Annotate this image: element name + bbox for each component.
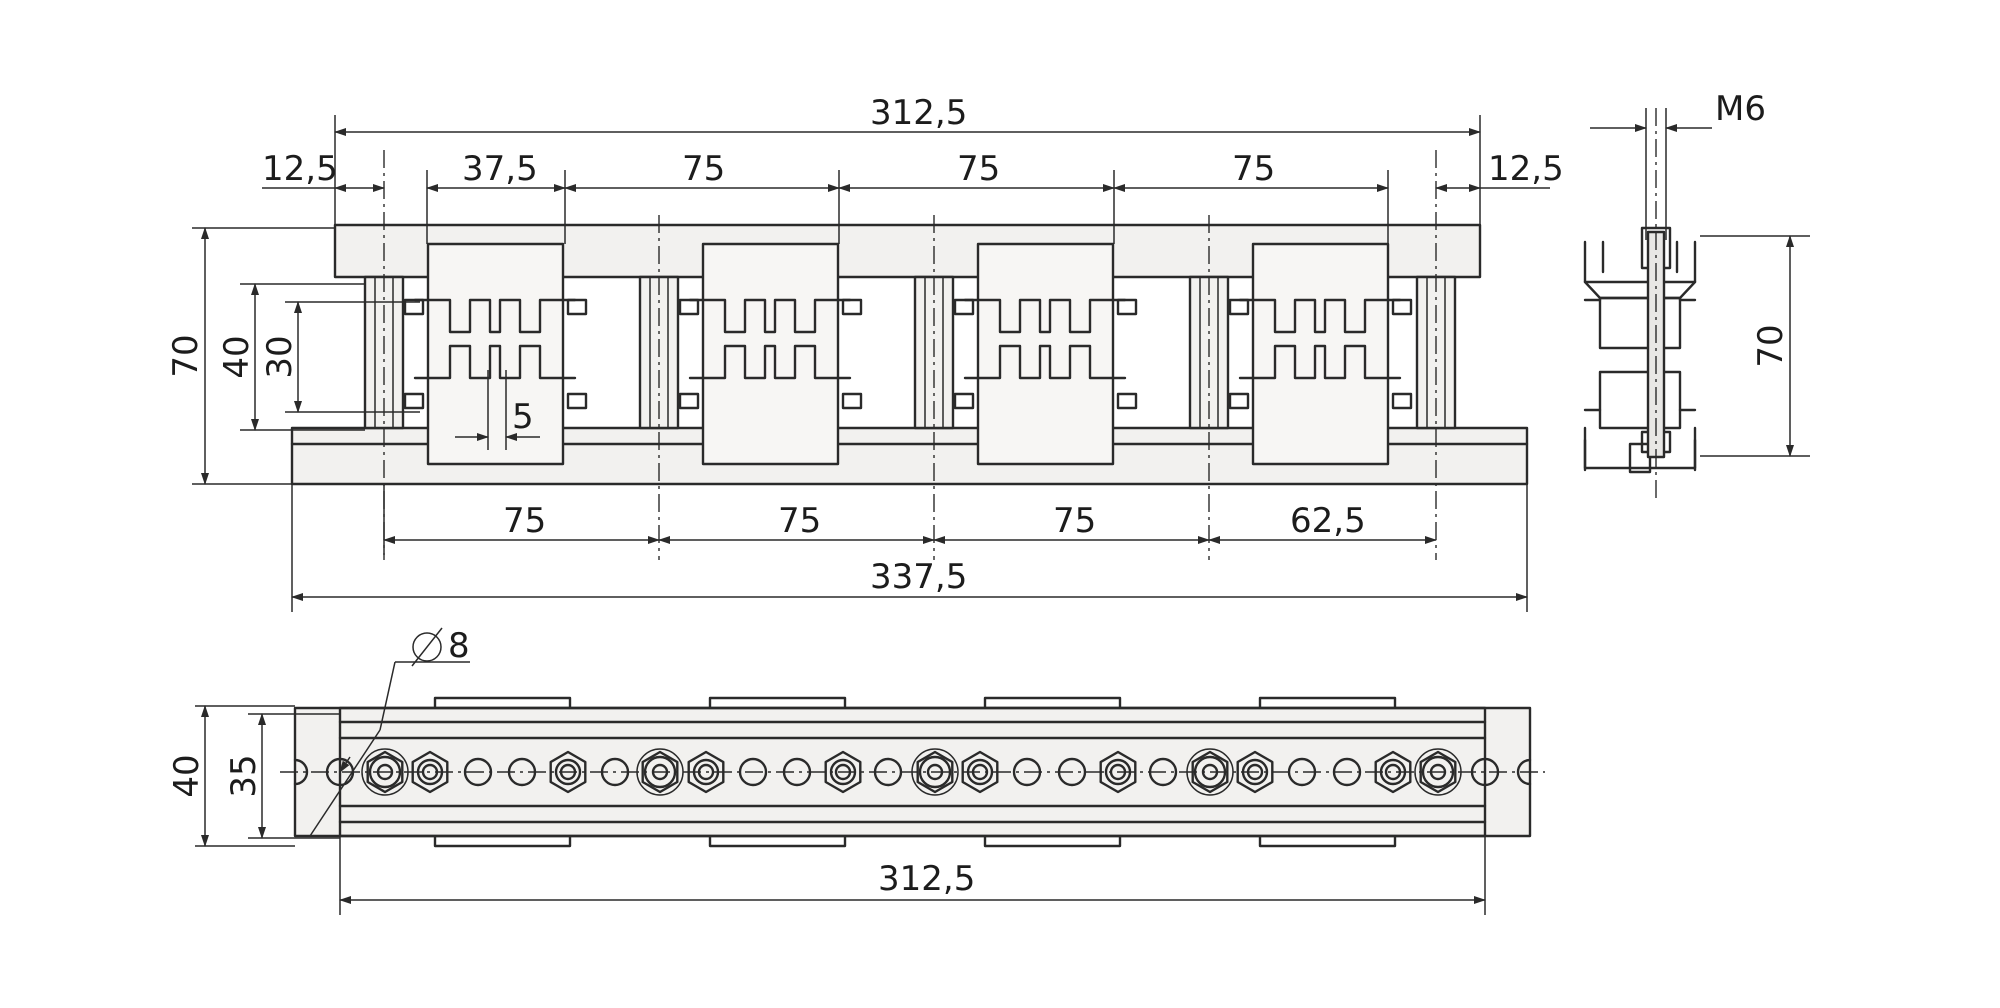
dim-height-inner: 40 xyxy=(217,335,257,378)
dim-top-pitch-2: 75 xyxy=(957,149,1000,189)
front-dimension-lines xyxy=(192,115,1550,612)
dim-width-inner: 35 xyxy=(224,754,264,797)
dim-bottom-pitch-2: 75 xyxy=(778,501,821,541)
dim-side-height: 70 xyxy=(1751,324,1791,367)
dim-top-overall: 312,5 xyxy=(870,93,967,133)
small-bolts xyxy=(403,298,1413,410)
side-dimension-lines xyxy=(1590,108,1810,457)
side-profile xyxy=(1583,226,1697,474)
dim-top-pitch-1: 75 xyxy=(682,149,725,189)
dim-height-total: 70 xyxy=(166,334,206,377)
plan-view: 8 40 35 312,5 xyxy=(167,626,1545,915)
dim-bottom-overall: 337,5 xyxy=(870,557,967,597)
dim-bottom-pitch-1: 75 xyxy=(503,501,546,541)
dim-hole-diameter: 8 xyxy=(448,626,470,666)
plan-dimension-lines xyxy=(195,627,1486,915)
finger-profiles xyxy=(413,298,1402,380)
dim-top-pitch-3: 75 xyxy=(1232,149,1275,189)
dim-plan-length: 312,5 xyxy=(878,859,975,899)
dim-thread: M6 xyxy=(1715,89,1766,129)
dim-top-left-end: 12,5 xyxy=(262,149,338,189)
front-view: 312,5 12,5 37,5 75 75 75 12,5 70 40 30 5… xyxy=(166,93,1564,612)
dim-slot-width: 5 xyxy=(512,397,534,437)
dim-bottom-pitch-3: 75 xyxy=(1053,501,1096,541)
dim-width-outer: 40 xyxy=(167,754,207,797)
dim-height-core: 30 xyxy=(260,335,300,378)
dim-bottom-last: 62,5 xyxy=(1290,501,1366,541)
side-view: M6 70 xyxy=(1583,89,1810,500)
dim-top-first: 37,5 xyxy=(462,149,538,189)
dim-top-right-end: 12,5 xyxy=(1488,149,1564,189)
